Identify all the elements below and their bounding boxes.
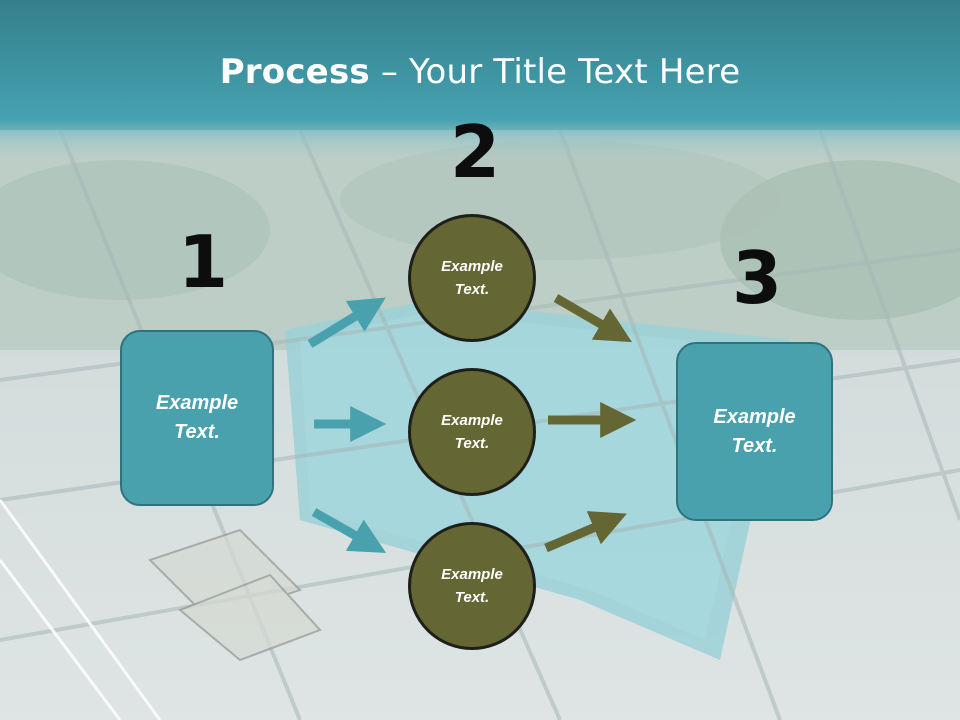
arrow-top-to-3 — [553, 294, 633, 343]
arrow-1-to-bottom — [311, 508, 387, 554]
step-2-circle-bottom: Example Text. — [408, 522, 536, 650]
step-3-box: Example Text. — [676, 342, 833, 521]
step-number-1: 1 — [178, 220, 229, 304]
step-number-2: 2 — [450, 110, 501, 194]
step-1-box: Example Text. — [120, 330, 274, 506]
title-rest: – Your Title Text Here — [369, 52, 741, 92]
step-number-3: 3 — [732, 236, 783, 320]
step-2-circle-top: Example Text. — [408, 214, 536, 342]
slide-title: Process – Your Title Text Here — [0, 52, 960, 92]
step-2-circle-middle: Example Text. — [408, 368, 536, 496]
arrow-1-to-top — [307, 297, 386, 348]
arrow-bottom-to-3 — [544, 511, 627, 553]
title-bold: Process — [219, 52, 370, 92]
